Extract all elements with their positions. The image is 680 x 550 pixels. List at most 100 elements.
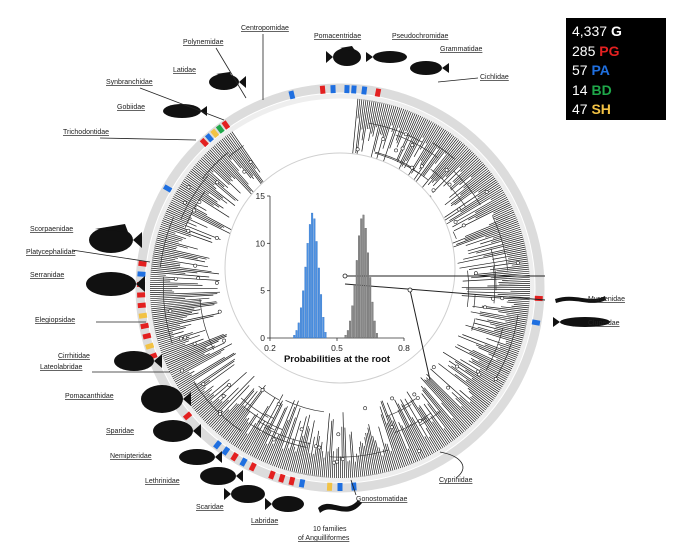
label-trichodontidae: Trichodontidae [63,129,109,136]
histogram-bar [322,317,325,339]
trait-marker [268,470,276,480]
trait-marker [137,302,146,309]
y-tick-label: 0 [260,333,265,343]
trait-marker [319,85,326,94]
label-lethrinidae: Lethrinidae [145,478,180,485]
label-polynemidae: Polynemidae [183,39,224,46]
label-elegiopsidae: Elegiopsidae [35,317,75,324]
tree-node [317,445,322,450]
legend-row-g: 4,337 G [572,22,660,42]
tree-node [474,271,478,276]
trait-marker [361,86,368,95]
muraenid-eel-icon [555,296,606,303]
legend-code: BD [591,81,612,98]
tree-node [276,402,281,407]
label-nemipteridae: Nemipteridae [110,453,152,460]
legend-code: SH [591,101,611,117]
y-tick-label: 10 [256,238,266,248]
inner-ring [145,93,535,483]
trait-marker [213,440,222,450]
x-tick-label: 0.2 [264,343,276,353]
fish-silhouettes [86,46,610,513]
trait-marker [199,137,209,148]
trait-marker [288,476,296,486]
category-legend: 4,337 G 285 PG 57 PA 14 BD 47 SH [566,18,666,120]
tree-node [444,168,449,172]
legend-count: 285 [572,42,596,59]
legend-count: 47 [572,101,588,117]
trait-marker [330,85,336,94]
tree-node [186,228,191,233]
tree-node [390,396,394,401]
histogram-bar [293,335,296,339]
tree-node [457,207,461,212]
tree-node [455,364,459,369]
tree-node [332,460,336,465]
tree-node [168,309,173,313]
tree-node [403,132,408,137]
y-tick-label: 15 [256,191,266,201]
tree-node [192,341,197,346]
trait-marker [248,462,257,472]
histogram-bar [317,267,320,339]
legend-row-pa: 57 PA [572,61,660,81]
label-scaridae: Scaridae [196,504,224,511]
tree-node [222,338,226,343]
trait-marker [351,85,357,94]
label-muraenidae: Muraenidae [588,296,625,303]
histogram-bar [360,218,363,339]
tree-node [419,164,424,169]
tree-node [355,147,360,152]
trait-marker [137,271,146,277]
trait-marker [138,260,147,267]
trait-marker [534,295,543,302]
legend-code: PG [599,42,620,59]
tree-node [363,406,368,411]
trait-marker [239,457,248,467]
x-tick-label: 0.5 [331,343,343,353]
root-branches [342,273,546,381]
tree-node [417,449,421,453]
tree-node [418,418,422,423]
tree-node [271,437,276,442]
tree-node [412,392,417,397]
histogram-bar [320,294,323,339]
histogram-bar [351,305,354,339]
legend-count: 4,337 [572,23,608,39]
histogram-bar [362,214,365,339]
label-anguilliformes-line2: of Anguilliformes [298,535,350,542]
label-labridae: Labridae [251,518,278,525]
histogram-bar [306,243,309,339]
labrid-fish-icon [265,496,304,512]
legend-code: G [610,23,622,39]
histogram-bar [353,284,356,339]
tree-node [214,236,219,240]
histogram-bar [369,277,372,339]
tree-tips [149,98,531,479]
label-pomacentridae: Pomacentridae [314,33,361,40]
histogram-bar [302,290,305,339]
trait-marker [288,90,296,100]
tree-node [410,165,414,170]
trait-marker [221,446,231,456]
clupeid-fish-icon [553,317,610,327]
lethrinid-fish-icon [200,467,243,485]
label-cichlidae: Cichlidae [480,74,509,81]
histogram-bar [358,235,361,339]
tree-node [389,425,394,430]
tree-node [215,180,220,185]
grammatid-fish-icon [410,61,449,75]
label-pomacanthidae: Pomacanthidae [65,393,114,400]
legend-row-sh: 47 SH [572,100,660,120]
legend-count: 14 [572,81,588,98]
label-synbranchidae: Synbranchidae [106,79,153,86]
trait-marker [374,88,382,98]
tree-node [218,411,223,416]
trait-marker [344,85,350,94]
tree-node [180,368,184,373]
family-labels: Centropomidae Pomacentridae Pseudochromi… [26,25,625,542]
y-tick-label: 5 [260,286,265,296]
trait-marker [531,319,541,326]
tree-node [410,143,415,148]
